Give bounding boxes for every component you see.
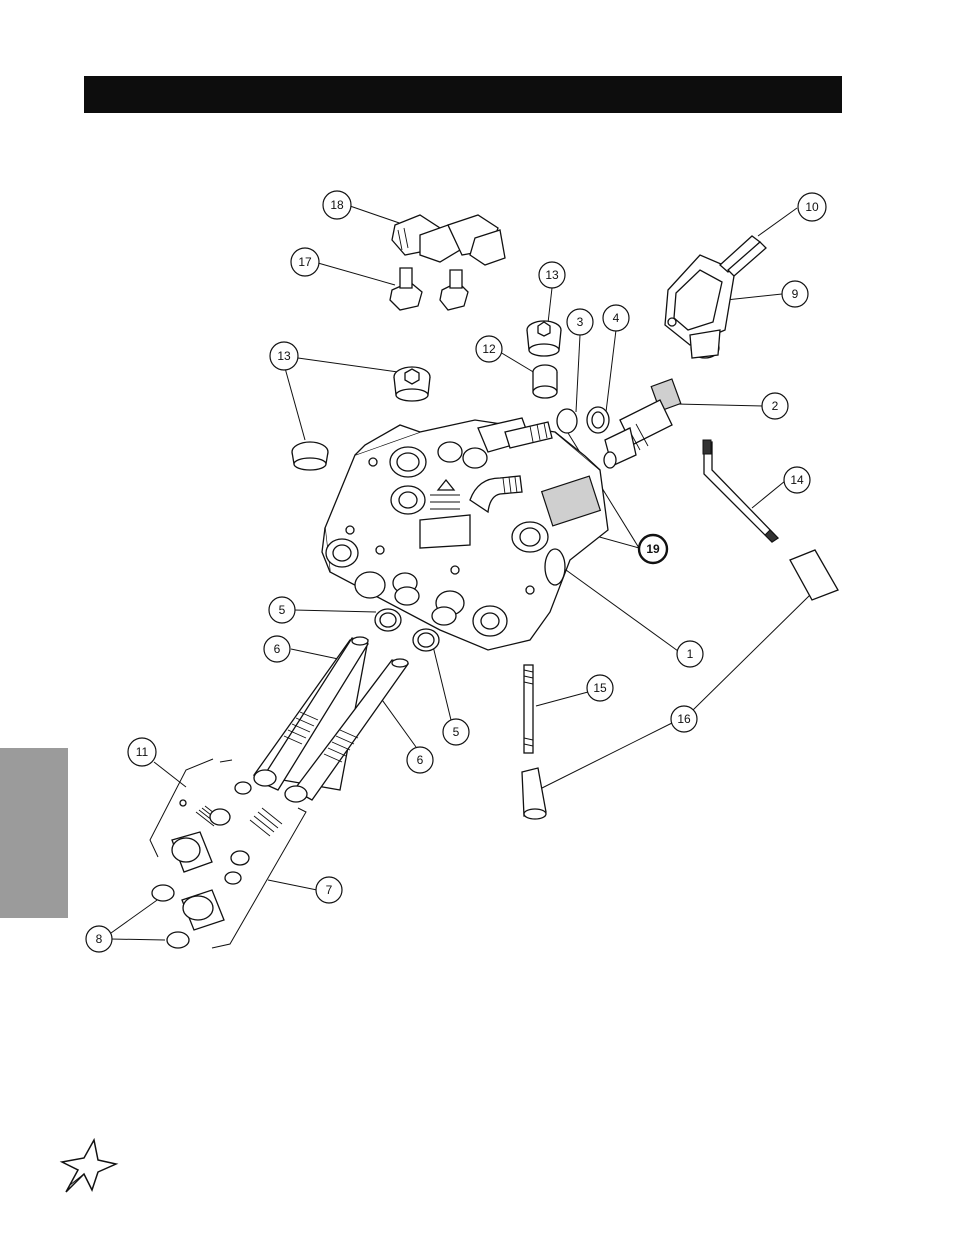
callout-5b: 5: [443, 719, 469, 745]
svg-text:14: 14: [790, 473, 804, 487]
svg-text:19: 19: [646, 542, 660, 556]
svg-text:13: 13: [277, 349, 291, 363]
fittings-18: [392, 215, 505, 265]
svg-text:6: 6: [274, 642, 281, 656]
svg-text:10: 10: [805, 200, 819, 214]
callout-13a: 13: [539, 262, 565, 288]
plug-13-top: [527, 321, 561, 356]
callout-8: 8: [86, 926, 112, 952]
svg-text:15: 15: [593, 681, 607, 695]
svg-text:5: 5: [453, 725, 460, 739]
callout-6a: 6: [264, 636, 290, 662]
callout-18: 18: [323, 191, 351, 219]
callout-4: 4: [603, 305, 629, 331]
svg-text:16: 16: [677, 712, 691, 726]
svg-text:2: 2: [772, 399, 779, 413]
fittings-17: [390, 268, 468, 310]
svg-text:8: 8: [96, 932, 103, 946]
spring-kit-7: [182, 808, 282, 930]
svg-text:4: 4: [613, 311, 620, 325]
mallet-head-16: [790, 550, 838, 600]
washer-3: [557, 409, 577, 433]
plug-13-cap: [292, 442, 328, 470]
hex-wrench: [703, 440, 778, 542]
solenoid-wires: [720, 236, 766, 276]
callout-2: 2: [762, 393, 788, 419]
callout-7: 7: [316, 877, 342, 903]
svg-text:9: 9: [792, 287, 799, 301]
callout-3: 3: [567, 309, 593, 335]
svg-text:1: 1: [687, 647, 694, 661]
star-logo-icon: [62, 1140, 116, 1192]
callout-10: 10: [798, 193, 826, 221]
callout-11: 11: [128, 738, 156, 766]
callout-9: 9: [782, 281, 808, 307]
check-valve-12: [533, 365, 557, 398]
solenoid-coil: [665, 255, 735, 358]
svg-text:3: 3: [577, 315, 584, 329]
callout-12: 12: [476, 336, 502, 362]
callout-14: 14: [784, 467, 810, 493]
sleeve-16: [522, 768, 546, 819]
svg-text:17: 17: [298, 255, 312, 269]
callout-1: 1: [677, 641, 703, 667]
svg-text:13: 13: [545, 268, 559, 282]
svg-text:11: 11: [136, 745, 149, 759]
svg-text:5: 5: [279, 603, 286, 617]
plug-13-left: [394, 367, 430, 401]
callout-5a: 5: [269, 597, 295, 623]
callout-15: 15: [587, 675, 613, 701]
caps-8: [152, 885, 189, 948]
stud-15: [524, 665, 533, 753]
callout-16: 16: [671, 706, 697, 732]
callout-6b: 6: [407, 747, 433, 773]
callout-19: 19: [639, 535, 667, 563]
svg-text:12: 12: [482, 342, 496, 356]
callout-13b: 13: [270, 342, 298, 370]
relief-valve: [604, 379, 681, 468]
svg-text:18: 18: [330, 198, 344, 212]
svg-text:7: 7: [326, 883, 333, 897]
svg-text:6: 6: [417, 753, 424, 767]
callout-17: 17: [291, 248, 319, 276]
